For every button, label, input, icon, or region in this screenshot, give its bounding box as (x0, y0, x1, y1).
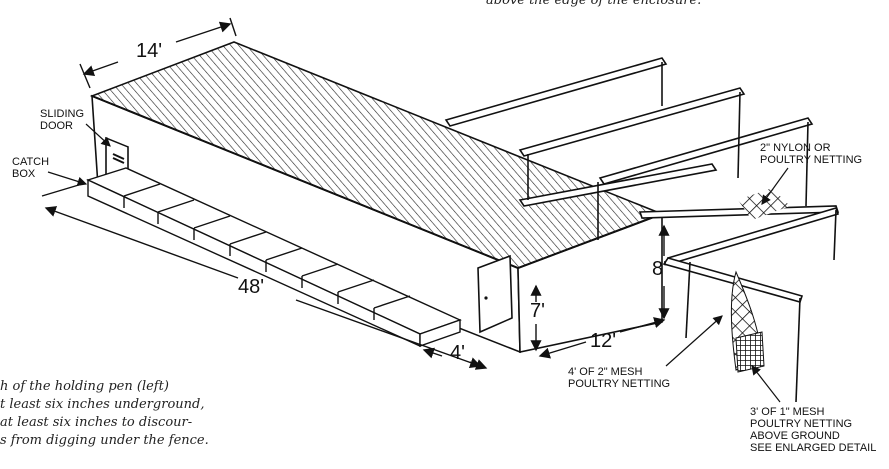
dimension-fence-8: 8' (652, 258, 667, 280)
dimension-lines (41, 17, 670, 370)
fine-mesh-panel (735, 331, 765, 373)
caption-line: at least six inches to discour- (0, 415, 193, 430)
dimension-catch-box-4: 4' (450, 342, 465, 364)
caption-line: t least six inches underground, (0, 397, 205, 412)
end-door (477, 254, 513, 334)
dimension-width-14: 14' (136, 40, 163, 62)
caption-text: h of the holding pen (left) t least six … (0, 378, 209, 450)
caption-line: h of the holding pen (left) (0, 379, 169, 394)
dimension-height-7: 7' (530, 300, 545, 322)
caption-line: s from digging under the fence. (0, 433, 209, 448)
dimension-length-48: 48' (238, 276, 265, 298)
building (89, 41, 665, 354)
dimension-width-12: 12' (590, 330, 617, 352)
pen-frame (444, 57, 840, 403)
catch-box-row (86, 167, 462, 348)
caption-top: above the edge of the enclosure. (486, 0, 702, 8)
leader-lines (47, 123, 789, 403)
